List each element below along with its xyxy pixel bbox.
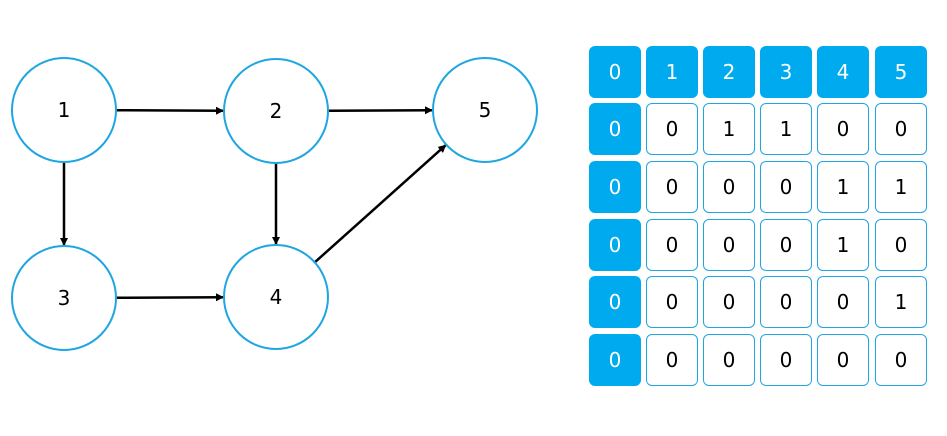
node-label: 5	[479, 98, 492, 122]
node-3: 3	[11, 245, 117, 351]
matrix-value-cell: 0	[760, 334, 812, 386]
matrix-header-cell: 4	[817, 46, 869, 98]
matrix-header-cell: 0	[589, 46, 641, 98]
matrix-value-cell: 0	[703, 276, 755, 328]
matrix-value-cell: 1	[703, 103, 755, 155]
node-circle	[11, 57, 117, 163]
matrix-value-cell: 1	[817, 161, 869, 213]
node-label: 2	[270, 99, 283, 123]
matrix-value-cell: 0	[760, 161, 812, 213]
matrix-value-cell: 0	[760, 276, 812, 328]
matrix-row-index-cell: 0	[589, 103, 641, 155]
edge-3-to-4	[115, 293, 225, 302]
matrix-value-cell: 0	[817, 276, 869, 328]
node-label: 3	[58, 286, 71, 310]
matrix-value-cell: 1	[760, 103, 812, 155]
matrix-row-index-cell: 0	[589, 219, 641, 271]
matrix-row-index-cell: 0	[589, 334, 641, 386]
matrix-row-index-cell: 0	[589, 276, 641, 328]
node-2: 2	[223, 58, 329, 164]
node-5: 5	[432, 57, 538, 163]
node-circle	[11, 245, 117, 351]
matrix-header-cell: 3	[760, 46, 812, 98]
matrix-header-cell: 2	[703, 46, 755, 98]
matrix-value-cell: 0	[646, 219, 698, 271]
matrix-header-cell: 5	[875, 46, 927, 98]
matrix-value-cell: 0	[703, 219, 755, 271]
matrix-value-cell: 0	[817, 334, 869, 386]
edge-1-to-2	[115, 106, 225, 115]
matrix-value-cell: 0	[875, 219, 927, 271]
node-label: 4	[270, 285, 283, 309]
node-circle	[432, 57, 538, 163]
node-1: 1	[11, 57, 117, 163]
matrix-value-cell: 0	[703, 161, 755, 213]
matrix-value-cell: 0	[646, 103, 698, 155]
matrix-value-cell: 0	[875, 103, 927, 155]
matrix-value-cell: 0	[703, 334, 755, 386]
matrix-value-cell: 1	[875, 161, 927, 213]
matrix-value-cell: 0	[646, 334, 698, 386]
matrix-value-cell: 0	[817, 103, 869, 155]
node-label: 1	[58, 98, 71, 122]
matrix-value-cell: 1	[817, 219, 869, 271]
matrix-row-index-cell: 0	[589, 161, 641, 213]
graph-nodes: 1 2 3 4 5	[11, 57, 538, 351]
node-circle	[223, 244, 329, 350]
graph-edges	[60, 106, 447, 302]
node-4: 4	[223, 244, 329, 350]
edge-4-to-5	[313, 144, 447, 264]
matrix-header-cell: 1	[646, 46, 698, 98]
matrix-value-cell: 0	[760, 219, 812, 271]
node-circle	[223, 58, 329, 164]
directed-graph: 1 2 3 4 5	[11, 57, 538, 351]
matrix-value-cell: 0	[875, 334, 927, 386]
matrix-value-cell: 0	[646, 276, 698, 328]
matrix-value-cell: 1	[875, 276, 927, 328]
matrix-value-cell: 0	[646, 161, 698, 213]
